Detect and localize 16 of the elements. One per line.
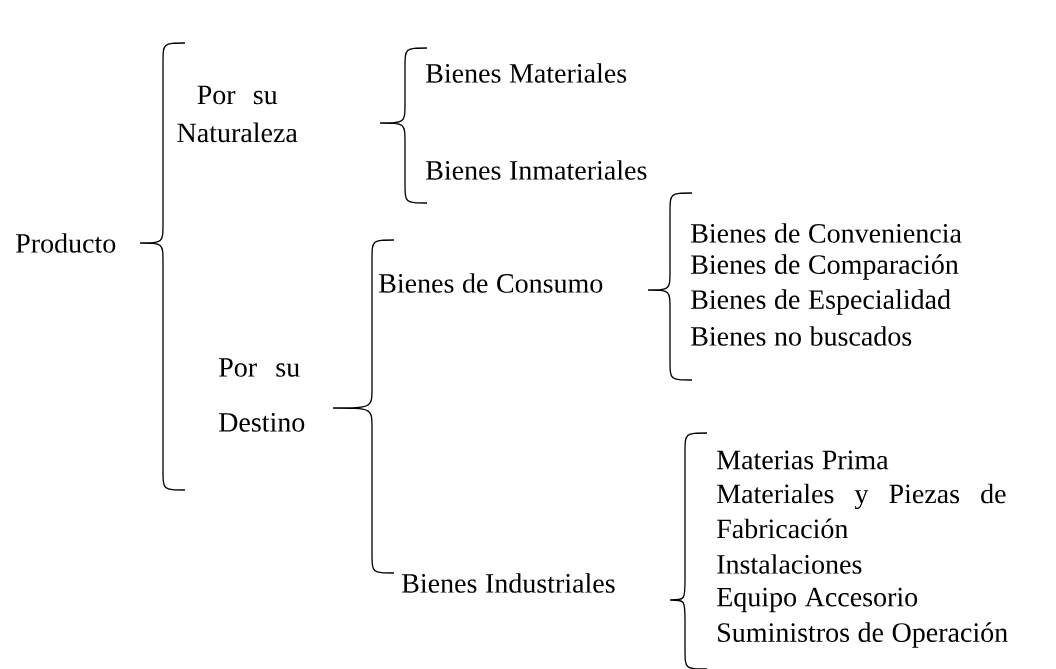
node-text: Equipo Accesorio [717,587,918,613]
node-text: Materias Prima [717,450,889,470]
node-text: Bienes de Especialidad [691,289,951,315]
node-text: Bienes de Consumo [379,273,603,293]
node-text: Producto [16,233,116,253]
node-text: Bienes Materiales [426,63,627,83]
node-text: Por su Destino [219,358,305,432]
node-text: Por su Naturaleza [177,85,298,143]
node-text: Bienes no buscados [691,326,912,346]
node-text: Instalaciones [717,554,862,574]
node-text: Bienes de Comparación [691,254,959,280]
node-text: Suministros de Operación [718,622,1008,648]
node-text: Bienes Inmateriales [426,160,647,180]
node-text: Bienes de Conveniencia [691,223,962,243]
node-text: Bienes Industriales [402,573,615,593]
node-text: Materiales y Piezas de Fabricación [717,483,1006,539]
